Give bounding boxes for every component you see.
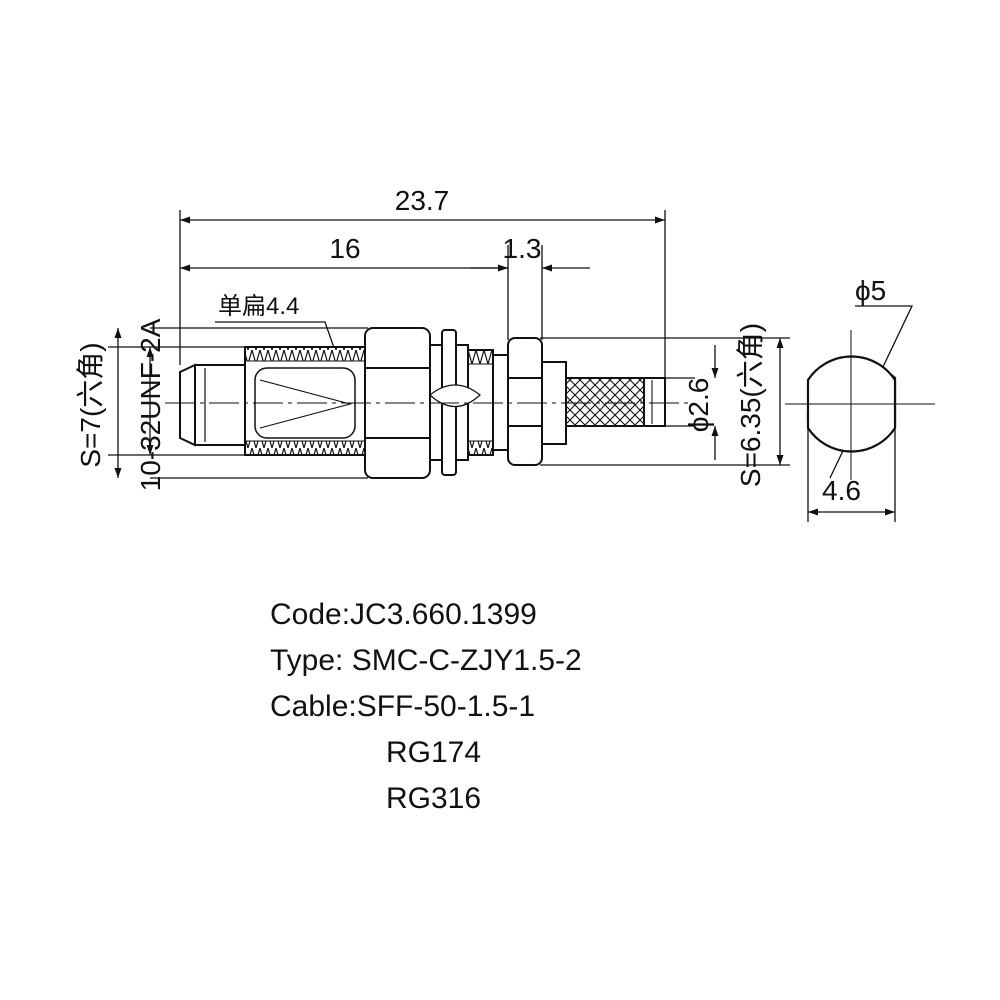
label-left-hex: S=7(六角) — [75, 342, 106, 467]
label-diameter-small: ϕ2.6 — [683, 378, 714, 433]
info-code: Code:JC3.660.1399 — [270, 598, 537, 631]
label-thread: 10-32UNF-2A — [135, 318, 166, 491]
extension-lines — [108, 210, 896, 522]
info-cable: Cable:SFF-50-1.5-1 — [270, 690, 536, 723]
info-cable-alt1: RG174 — [386, 736, 482, 769]
label-body-length: 16 — [329, 233, 360, 264]
label-end-diameter: ϕ5 — [855, 275, 886, 306]
product-info: Code:JC3.660.1399 Type: SMC-C-ZJY1.5-2 C… — [270, 592, 582, 822]
info-cable-alt2: RG316 — [386, 782, 482, 815]
label-single-flat: 单扁4.4 — [218, 293, 299, 320]
label-overall-length: 23.7 — [395, 185, 450, 216]
label-right-hex: S=6.35(六角) — [735, 323, 766, 487]
info-type: Type: SMC-C-ZJY1.5-2 — [270, 644, 582, 677]
connector-body — [179, 327, 666, 479]
label-gap: 1.3 — [503, 233, 542, 264]
label-flat-width: 4.6 — [822, 475, 861, 506]
